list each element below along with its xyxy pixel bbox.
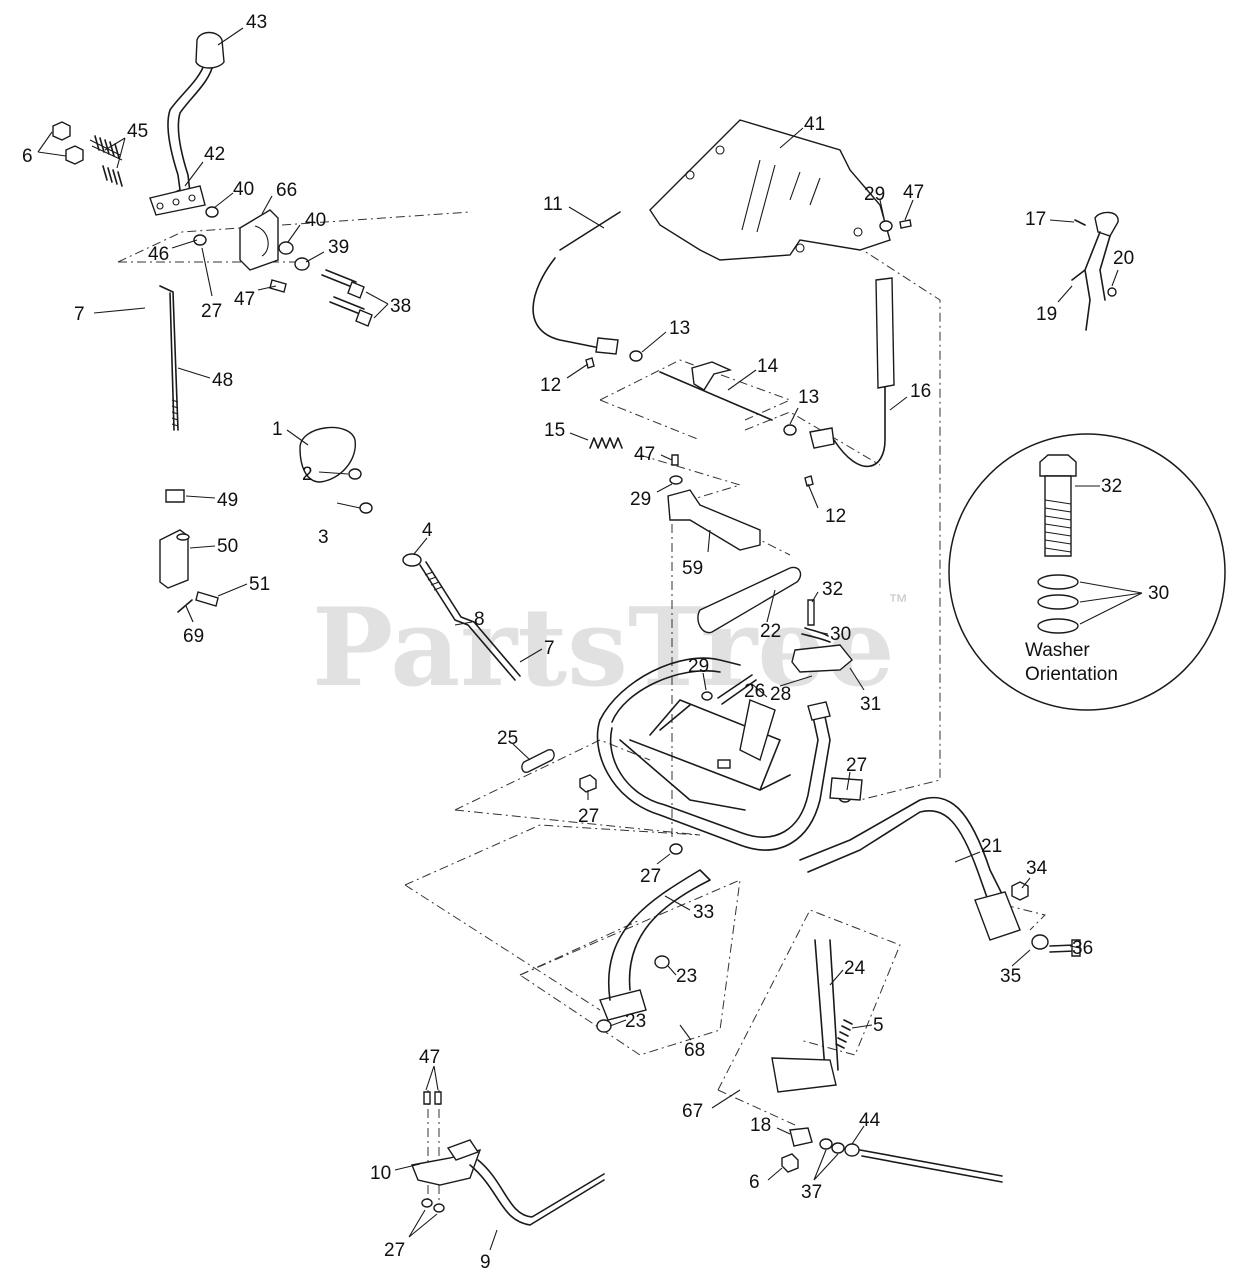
label-47: 47 [903,182,924,203]
label-19: 19 [1036,304,1057,325]
label-27: 27 [578,806,599,827]
label-35: 35 [1000,966,1021,987]
label-43: 43 [246,12,267,33]
label-40: 40 [305,210,326,231]
watermark-text: PartsTree [312,585,895,711]
part-labels: 43 45 6 42 40 66 46 40 39 7 27 47 38 48 … [22,12,1169,1273]
label-6: 6 [749,1172,760,1193]
label-37: 37 [801,1182,822,1203]
label-38: 38 [390,296,411,317]
label-20: 20 [1113,248,1134,269]
label-29: 29 [630,489,651,510]
label-4: 4 [422,520,433,541]
label-33: 33 [693,902,714,923]
label-32: 32 [822,579,843,600]
label-27: 27 [640,866,661,887]
label-47: 47 [419,1047,440,1068]
label-51: 51 [249,574,270,595]
label-41: 41 [804,114,825,135]
label-31: 31 [860,694,881,715]
label-50: 50 [217,536,238,557]
label-10: 10 [370,1163,391,1184]
label-30: 30 [830,624,851,645]
part-drawings [52,31,1119,1226]
label-7: 7 [544,638,555,659]
label-27: 27 [201,301,222,322]
label-49: 49 [217,490,238,511]
label-29: 29 [688,656,709,677]
callout-line2: Orientation [1025,664,1118,685]
label-39: 39 [328,237,349,258]
label-32: 32 [1101,476,1122,497]
watermark-trademark: ™ [888,591,908,613]
watermark: PartsTree ™ [312,585,908,711]
label-45: 45 [127,121,148,142]
callout-circle [948,433,1226,711]
label-42: 42 [204,144,225,165]
label-3: 3 [318,527,329,548]
label-6: 6 [22,146,33,167]
label-23: 23 [625,1011,646,1032]
label-9: 9 [480,1252,491,1273]
label-59: 59 [682,558,703,579]
label-13: 13 [669,318,690,339]
label-14: 14 [757,356,779,377]
leader-lines [37,27,1143,1251]
label-25: 25 [497,728,518,749]
label-67: 67 [682,1101,703,1122]
label-23: 23 [676,966,697,987]
label-12: 12 [825,506,846,527]
label-24: 24 [844,958,866,979]
callout-line1: Washer [1025,640,1090,661]
label-44: 44 [859,1110,881,1131]
label-28: 28 [770,684,791,705]
label-30: 30 [1148,583,1169,604]
label-22: 22 [760,621,781,642]
label-8: 8 [474,609,485,630]
label-2: 2 [302,464,313,485]
label-47: 47 [634,444,655,465]
label-5: 5 [873,1015,884,1036]
label-66: 66 [276,180,297,201]
label-17: 17 [1025,209,1046,230]
label-18: 18 [750,1115,771,1136]
label-1: 1 [272,419,283,440]
label-27: 27 [384,1240,405,1261]
label-26: 26 [744,681,765,702]
label-12: 12 [540,375,561,396]
label-15: 15 [544,420,565,441]
label-69: 69 [183,626,204,647]
label-40: 40 [233,179,254,200]
label-7: 7 [74,304,85,325]
label-36: 36 [1072,938,1093,959]
label-11: 11 [543,194,563,215]
label-47: 47 [234,289,255,310]
label-48: 48 [212,370,233,391]
label-16: 16 [910,381,931,402]
label-21: 21 [981,836,1002,857]
label-34: 34 [1026,858,1048,879]
label-27: 27 [846,755,867,776]
washer-orientation-callout: Washer Orientation [948,433,1226,711]
label-46: 46 [148,244,169,265]
label-13: 13 [798,387,819,408]
label-68: 68 [684,1040,705,1061]
label-29: 29 [864,184,885,205]
